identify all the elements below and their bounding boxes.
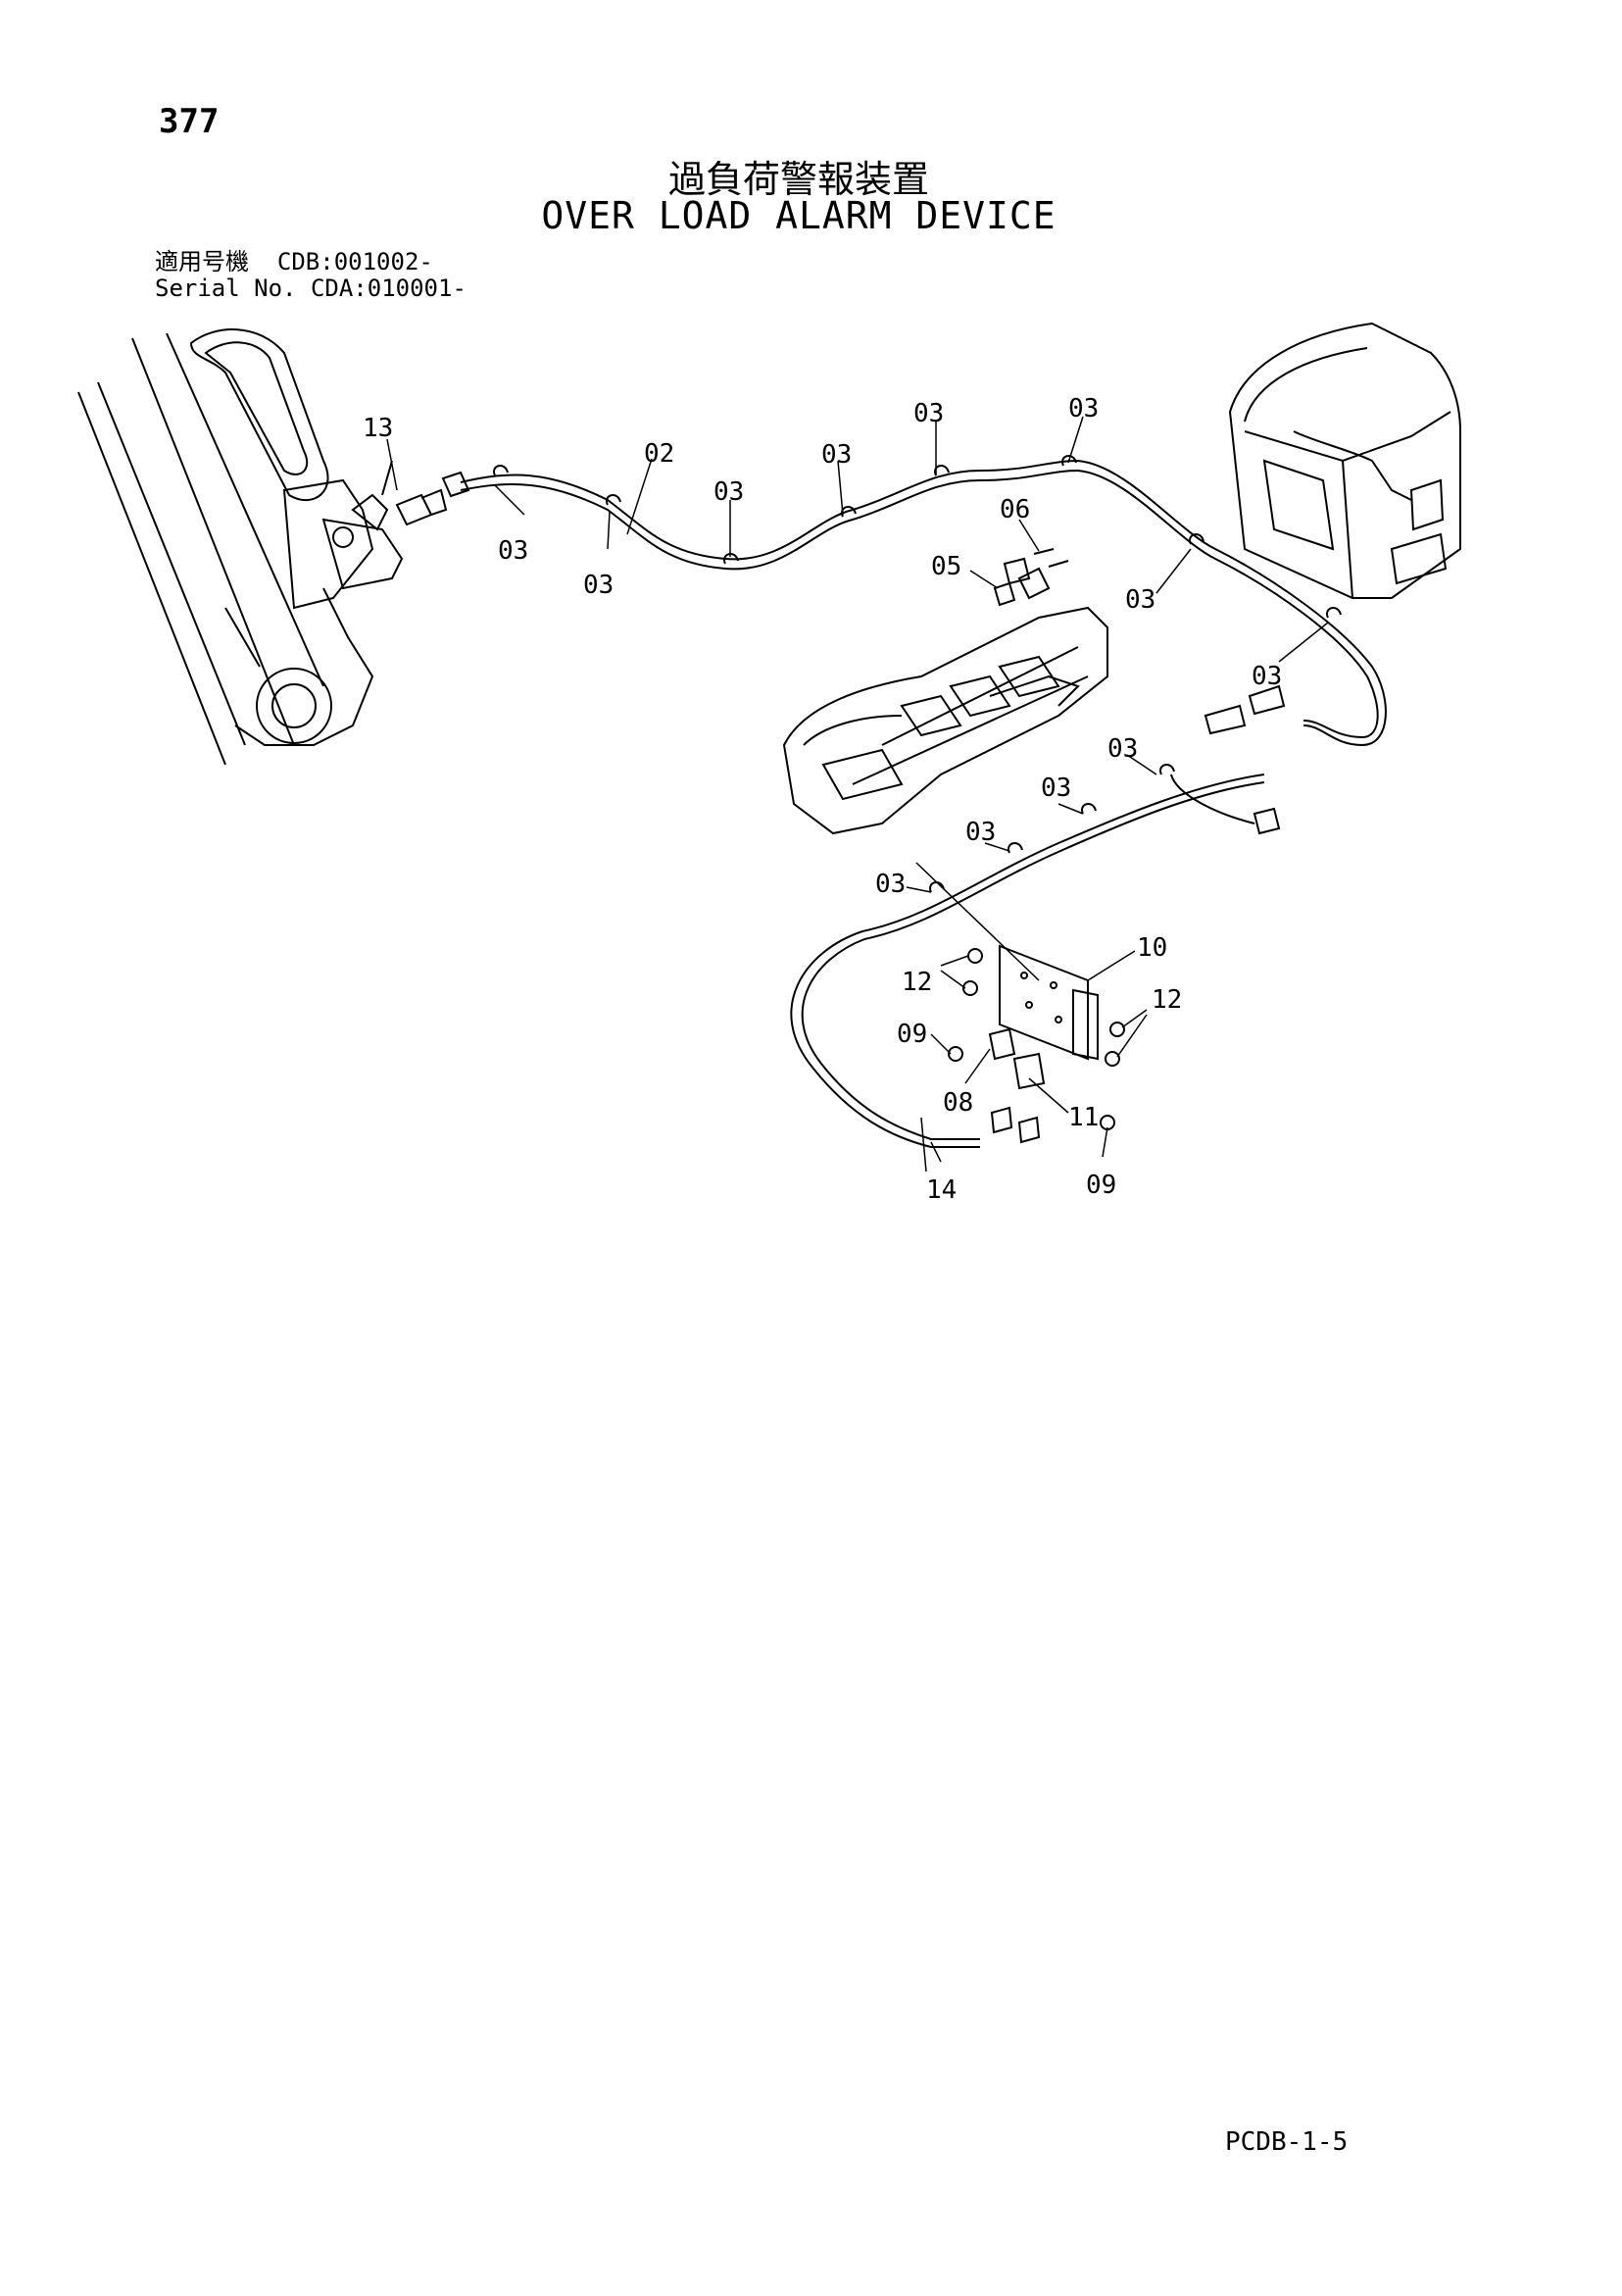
callout-12-right: 12 (1152, 985, 1182, 1015)
serial-label-ja: 適用号機 (155, 248, 249, 275)
pressure-switch-part-13 (381, 460, 470, 526)
callout-09-upper: 09 (897, 1020, 927, 1049)
serial-row-1: 適用号機 CDB:001002- (155, 249, 467, 275)
callout-03-c: 03 (713, 477, 744, 507)
callout-13: 13 (363, 414, 393, 443)
cab-drawing (1228, 322, 1461, 599)
callout-leader-lines (386, 416, 1329, 1173)
callout-09-lower: 09 (1086, 1171, 1116, 1200)
harness-part-14 (790, 684, 1286, 1148)
part-05-drawing (993, 557, 1031, 607)
callout-14: 14 (926, 1175, 957, 1205)
serial-applicability: 適用号機 CDB:001002- Serial No. CDA:010001- (155, 249, 467, 302)
serial-value-cda: CDA:010001- (310, 275, 467, 302)
catalog-page-code: PCDB-1-5 (1225, 2127, 1349, 2157)
callout-03-k: 03 (965, 818, 996, 847)
callout-12-left: 12 (902, 968, 932, 997)
page-number: 377 (159, 102, 220, 141)
callout-05: 05 (931, 552, 961, 581)
bolts-part-12 (962, 948, 1125, 1067)
part-06-drawing (1033, 548, 1055, 555)
callout-06: 06 (1000, 495, 1030, 524)
relay-part-08 (988, 1027, 1016, 1134)
callout-03-b: 03 (583, 571, 614, 600)
serial-row-2: Serial No. CDA:010001- (155, 275, 467, 302)
callout-03-e: 03 (913, 399, 944, 428)
callout-11: 11 (1068, 1103, 1099, 1132)
title-english: OVER LOAD ALARM DEVICE (541, 194, 1057, 237)
callout-03-i: 03 (1107, 734, 1138, 764)
callout-10: 10 (1137, 933, 1167, 963)
harness-part-02 (460, 459, 1387, 747)
callout-03-j: 03 (1041, 774, 1071, 803)
callout-03-f: 03 (1068, 394, 1099, 424)
boom-arm-drawing (77, 328, 404, 766)
alarm-bracket-part-10 (999, 944, 1099, 1061)
callout-08: 08 (943, 1088, 973, 1118)
controller-console-drawing (782, 560, 1108, 835)
callout-03-a: 03 (498, 536, 528, 566)
callout-03-g: 03 (1125, 585, 1155, 615)
serial-label-en: Serial No. (155, 275, 297, 302)
callout-03-h: 03 (1252, 662, 1282, 691)
relay-part-11 (1012, 1052, 1046, 1144)
serial-value-cdb: CDB:001002- (276, 248, 433, 275)
callout-03-d: 03 (821, 440, 852, 470)
callout-03-l: 03 (875, 870, 906, 899)
callout-labels: 13 02 03 03 03 03 03 03 03 03 03 03 03 0… (363, 394, 1282, 1205)
title-japanese: 過負荷警報装置 (667, 158, 929, 201)
callout-02: 02 (644, 439, 674, 469)
